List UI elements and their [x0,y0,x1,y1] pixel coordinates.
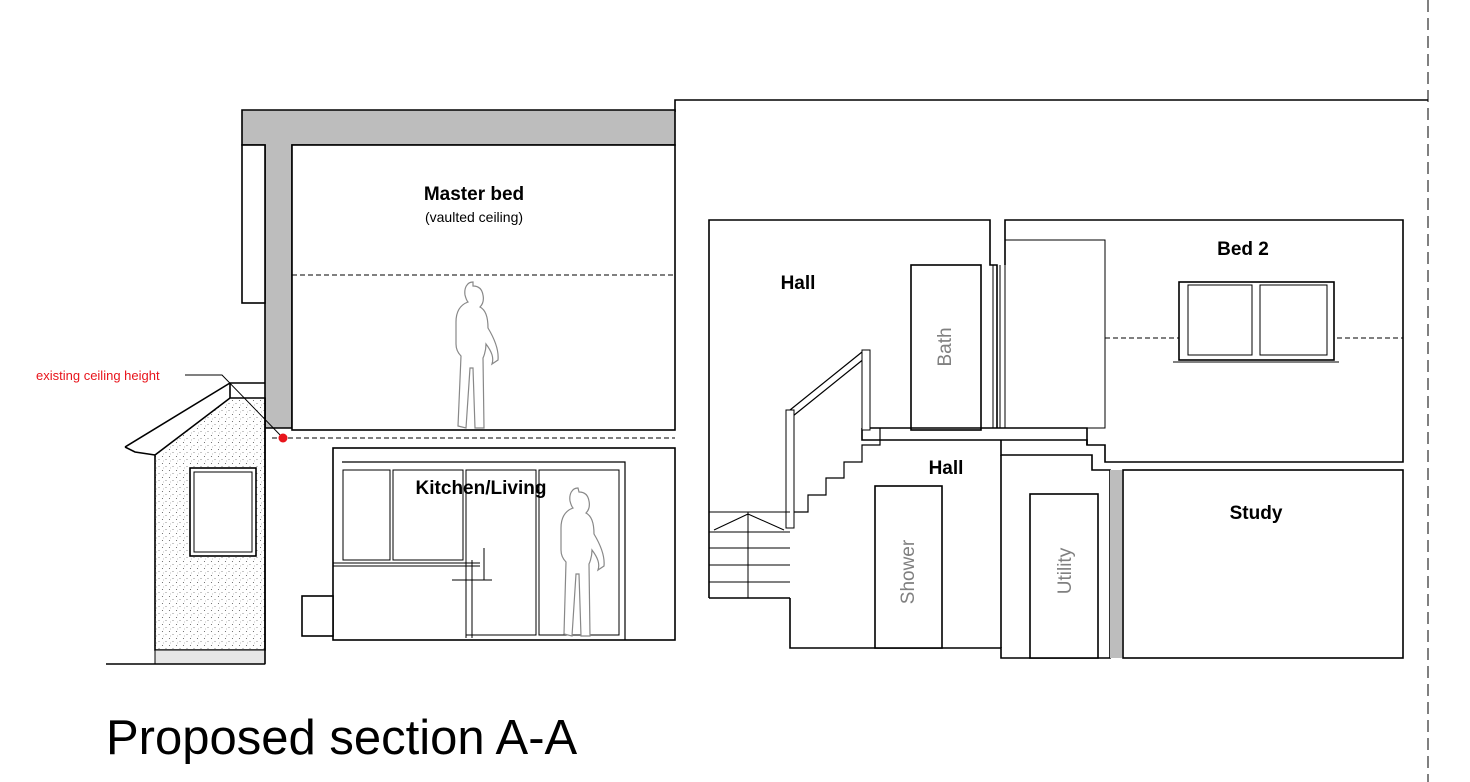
staircase [790,428,881,513]
side-wing-window [189,467,257,557]
bath-label: Bath [935,327,956,366]
roof-line [674,99,1428,112]
bed-2-outline [862,219,1404,463]
utility-box [1029,493,1099,659]
drawing-title: Proposed section A-A [106,711,578,765]
annotation-dot [278,433,288,443]
study-room [1122,469,1404,659]
bed-2-window [1178,281,1335,361]
brick-base [154,649,266,665]
study-label: Study [1230,503,1283,524]
shower-box [874,485,943,649]
kitchen-living-room [332,447,676,641]
scale-figures [455,281,605,637]
master-bed-note: (vaulted ceiling) [425,209,523,225]
bath-box [910,264,982,431]
human-figure-upper [455,281,499,429]
hall-upper-label: Hall [781,273,816,294]
existing-ceiling-label: existing ceiling height [36,368,160,383]
human-figure-lower [560,487,605,637]
hall-lower-label: Hall [929,458,964,479]
shower-label: Shower [898,539,919,604]
utility-label: Utility [1055,547,1076,594]
annotation-leader [185,374,284,439]
hall-upper-outline [708,219,998,598]
parapet [241,144,266,304]
kitchen-living-label: Kitchen/Living [416,478,547,499]
master-bed-label: Master bed [424,184,524,205]
bed-2-label: Bed 2 [1217,239,1269,260]
